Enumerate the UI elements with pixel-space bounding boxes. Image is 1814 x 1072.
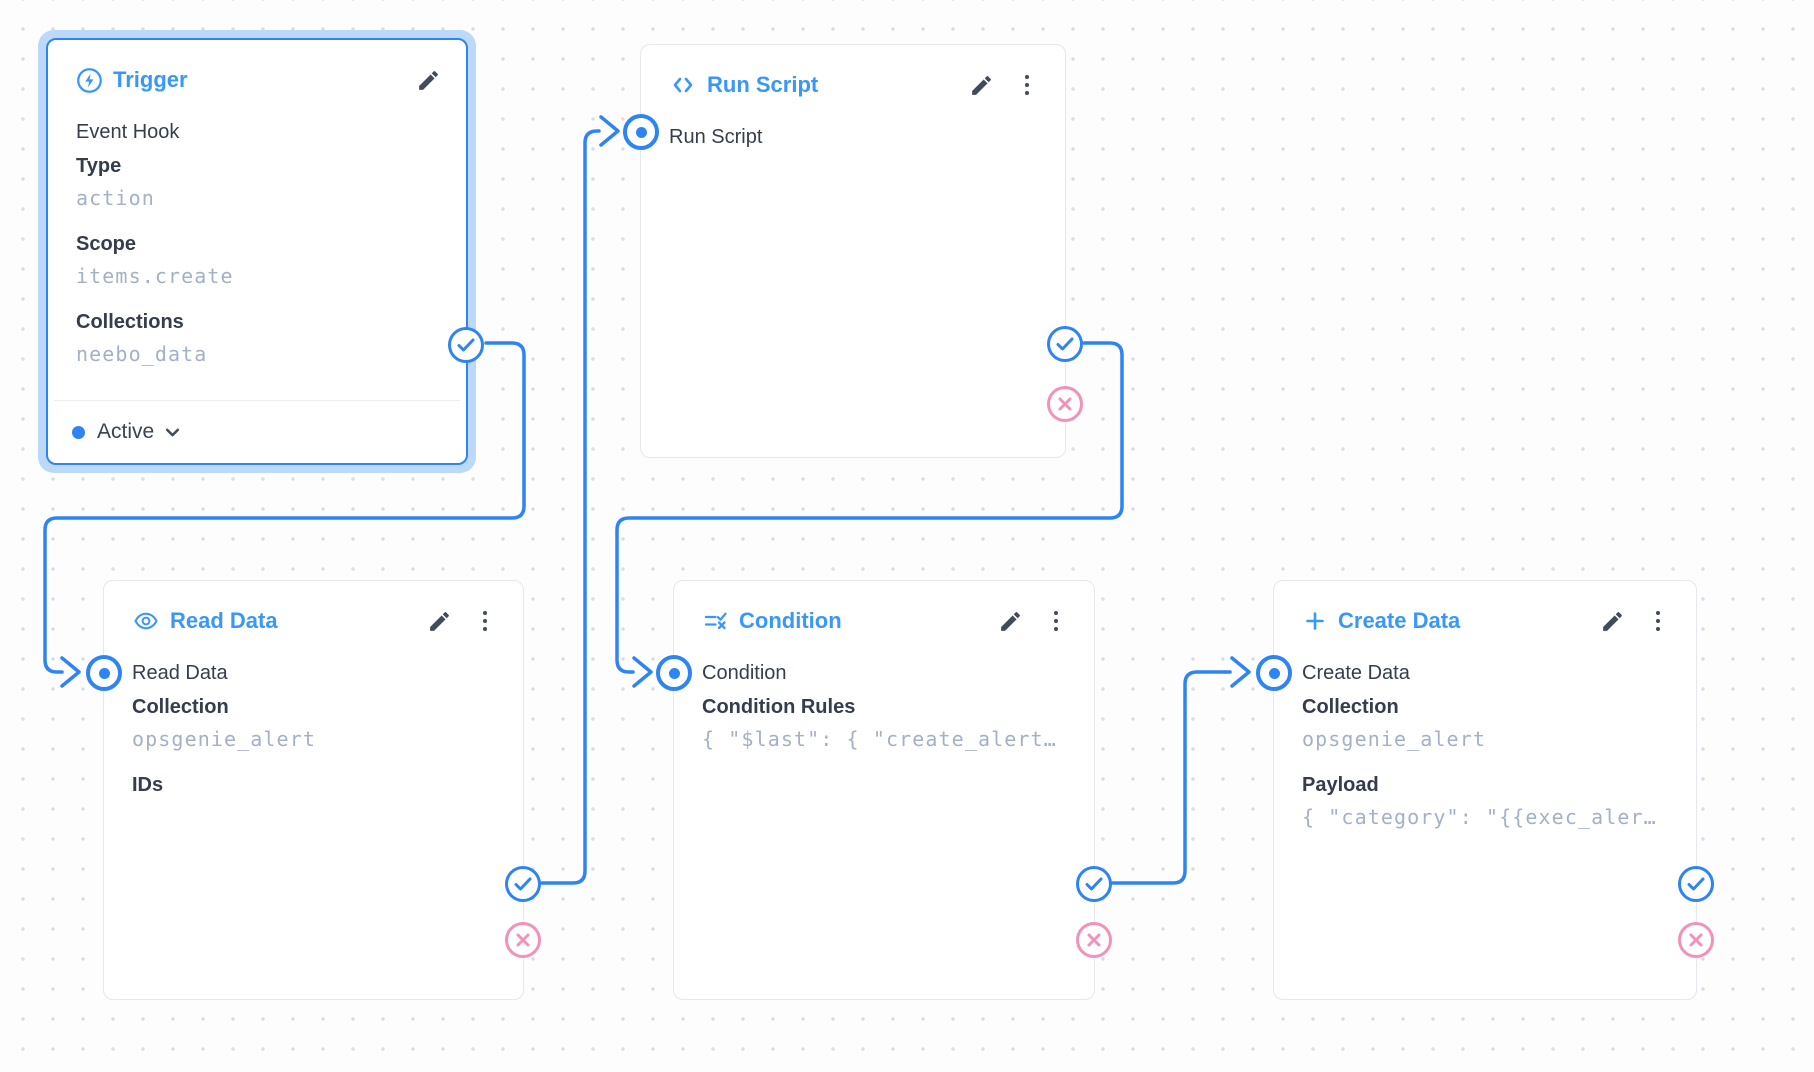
field-payload: Payload { "category": "{{exec_aler… [1302,769,1668,833]
operation-name: Condition [702,662,787,684]
input-port[interactable] [656,655,692,691]
field-value: { "category": "{{exec_aler… [1302,805,1657,829]
edit-pencil-icon[interactable] [1598,607,1626,635]
resolve-port[interactable] [1678,866,1714,902]
operation-name: Create Data [1302,662,1410,684]
node-title: Condition [739,608,842,633]
field-label: Payload [1302,774,1379,796]
field-value: { "$last": { "create_alert… [702,727,1057,751]
code-icon [669,73,697,97]
operation-name: Run Script [669,126,763,148]
field-scope: Scope items.create [76,228,438,292]
edge-read-data-to-run-script [540,115,620,885]
reject-port[interactable] [1076,922,1112,958]
resolve-port[interactable] [1076,866,1112,902]
field-condition-rules: Condition Rules { "$last": { "create_ale… [702,691,1066,755]
resolve-port[interactable] [448,327,484,363]
node-trigger[interactable]: Trigger Event Hook Type action Scope ite… [46,38,484,465]
node-title: Run Script [707,72,819,97]
plus-icon [1302,609,1328,633]
field-value: action [76,186,155,210]
more-options-icon[interactable] [1644,607,1672,635]
field-label: IDs [132,774,164,796]
flow-status-toggle[interactable]: Active [54,400,460,463]
edit-pencil-icon[interactable] [425,607,453,635]
field-label: Type [76,155,122,177]
bolt-icon [76,67,103,94]
edge-condition-to-create-data [1111,656,1251,885]
operation-name: Read Data [132,662,228,684]
field-label: Collection [1302,696,1399,718]
input-port[interactable] [1256,655,1292,691]
field-collections: Collections neebo_data [76,306,438,370]
field-label: Collections [76,311,184,333]
edit-pencil-icon[interactable] [996,607,1024,635]
more-options-icon[interactable] [471,607,499,635]
rule-icon [702,609,729,633]
resolve-port[interactable] [505,866,541,902]
reject-port[interactable] [1678,922,1714,958]
node-condition[interactable]: Condition Condition Condition Rules { "$… [656,580,1112,1000]
edge-trigger-to-read-data [43,341,526,688]
node-title: Read Data [170,608,278,633]
field-label: Scope [76,233,137,255]
status-dot [72,425,85,439]
trigger-type-label: Event Hook [76,121,180,143]
edit-pencil-icon[interactable] [967,71,995,99]
edit-pencil-icon[interactable] [414,66,442,94]
node-title: Trigger [113,67,188,92]
node-title: Create Data [1338,608,1461,633]
field-value: neebo_data [76,342,208,366]
edge-run-script-to-condition [615,341,1124,688]
reject-port[interactable] [1047,386,1083,422]
field-collection: Collection opsgenie_alert [132,691,495,755]
node-create-data[interactable]: Create Data Create Data Collection opsge… [1256,580,1714,1000]
field-ids: IDs [132,769,495,801]
chevron-down-icon [164,424,181,441]
field-value: opsgenie_alert [132,727,316,751]
more-options-icon[interactable] [1042,607,1070,635]
field-type: Type action [76,150,438,214]
field-label: Collection [132,696,229,718]
input-port[interactable] [623,114,659,150]
node-read-data[interactable]: Read Data Read Data Collection opsgenie_… [86,580,541,1000]
reject-port[interactable] [505,922,541,958]
field-value: items.create [76,264,234,288]
eye-icon [132,609,160,633]
node-run-script[interactable]: Run Script Run Script [623,44,1083,458]
trigger-node-selection-halo: Trigger Event Hook Type action Scope ite… [38,30,484,473]
more-options-icon[interactable] [1013,71,1041,99]
field-label: Condition Rules [702,696,856,718]
status-label: Active [97,420,155,443]
input-port[interactable] [86,655,122,691]
resolve-port[interactable] [1047,326,1083,362]
field-collection: Collection opsgenie_alert [1302,691,1668,755]
field-value: opsgenie_alert [1302,727,1486,751]
